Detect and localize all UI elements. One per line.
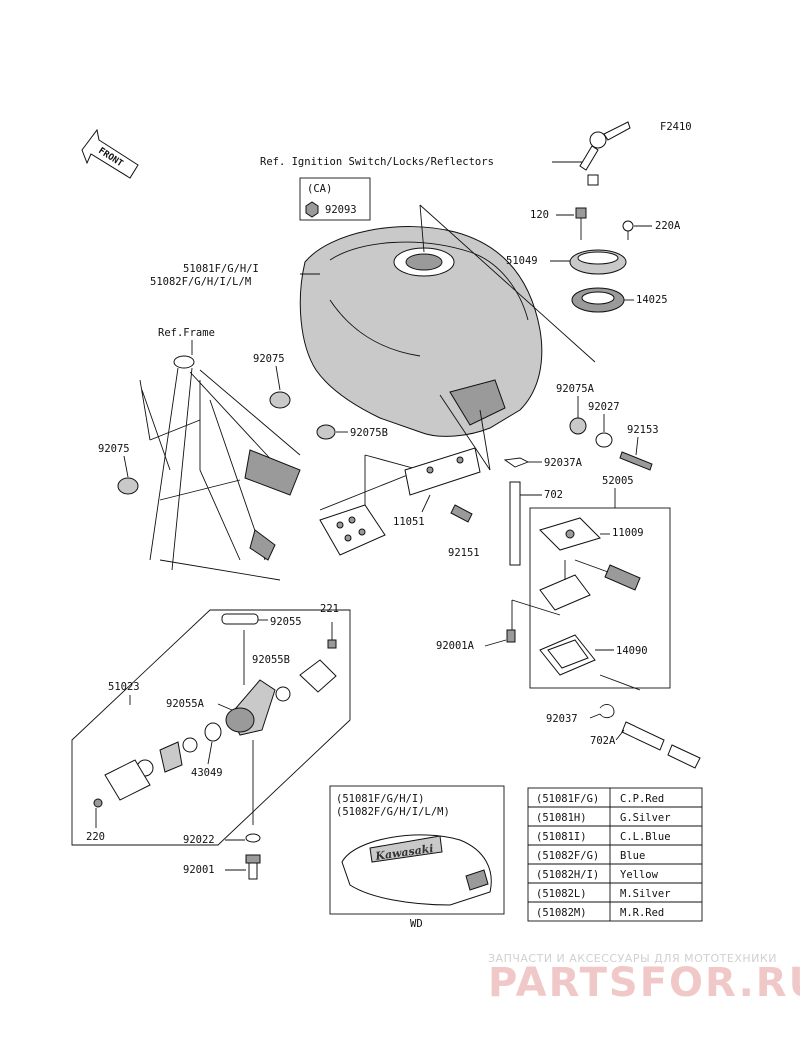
fuel-cock-box-51023 [71,609,351,846]
watermark-logo: PARTSFOR.RU [488,960,800,1006]
part-51049: 51049 [506,255,538,267]
part-92037a: 92037A [544,457,583,469]
ref-frame: Ref.Frame [158,327,215,339]
color-table-color: Blue [620,850,645,862]
color-table-code: (51082M) [536,907,587,919]
cap-51049 [569,249,627,275]
part-14025: 14025 [636,294,668,306]
part-92001a: 92001A [436,640,475,652]
color-table-color: C.L.Blue [620,831,671,843]
fuel-cock-body [225,630,276,736]
bolt-92153 [619,451,653,471]
bolt-92151 [450,504,473,523]
part-92151: 92151 [448,547,480,559]
gasket-14025 [571,287,625,313]
bracket-plate [319,504,386,556]
part-92075-top: 92075 [253,353,285,365]
damper-92075-top [269,391,291,409]
gasket-92055 [221,613,259,625]
part-14090: 14090 [616,645,648,657]
part-92055: 92055 [270,616,302,628]
wd-label-1: (51081F/G/H/I) [336,793,425,805]
color-table-color: M.R.Red [620,907,664,919]
color-table-code: (51082H/I) [536,869,599,881]
part-92055b: 92055B [252,654,290,666]
fuel-tank [299,226,543,437]
color-table-code: (51081F/G) [536,793,599,805]
key-icon [579,121,631,186]
damper-92075b [316,424,336,440]
part-92075a: 92075A [556,383,595,395]
hose-702a [621,721,701,769]
color-table-code: (51082F/G) [536,850,599,862]
part-92037: 92037 [546,713,578,725]
plate-92055b [299,659,337,693]
color-table-frame [527,787,703,922]
clip-92037 [599,704,615,719]
color-table-code: (51081I) [536,831,587,843]
damper-92075-left [117,477,139,495]
bolt-92001 [245,854,261,880]
figure-id: F2410 [660,121,692,133]
part-11009: 11009 [612,527,644,539]
gasket-11009 [539,517,601,551]
part-92075-left: 92075 [98,443,130,455]
part-92027: 92027 [588,401,620,413]
screw-221 [327,622,337,649]
sender-unit [539,559,641,611]
part-92022: 92022 [183,834,215,846]
gauge-box-52005 [529,507,671,689]
part-43049: 43049 [191,767,223,779]
ca-box [299,177,371,221]
tank-label-1: 51081F/G/H/I [183,263,259,275]
tank-decal-illustration: Kawasaki [341,834,492,906]
wd-caption: WD [410,918,423,930]
nut-icon [305,201,319,218]
part-221: 221 [320,603,339,615]
damper-92075a [569,417,587,435]
color-table: (51081F/G) C.P.Red (51081H) G.Silver (51081I… [527,787,703,922]
part-702: 702 [544,489,563,501]
part-702a: 702A [590,735,616,747]
color-table-color: M.Silver [620,888,671,900]
color-table-code: (51082L) [536,888,587,900]
clip-92037a [503,457,530,468]
screw-220a [622,220,634,240]
part-220a: 220A [655,220,681,232]
screw-220 [93,798,103,808]
frame [139,355,301,581]
color-table-color: C.P.Red [620,793,664,805]
part-51023: 51023 [108,681,140,693]
color-table-color: G.Silver [620,812,671,824]
part-120: 120 [530,209,549,221]
ca-part: 92093 [325,204,357,216]
tank-label-2: 51082F/G/H/I/L/M [150,276,251,288]
wd-label-2: (51082F/G/H/I/L/M) [336,806,450,818]
part-92153: 92153 [627,424,659,436]
bracket-11051 [404,447,481,496]
part-11051: 11051 [393,516,425,528]
part-220: 220 [86,831,105,843]
wd-box [329,785,505,915]
gasket-14090 [539,634,596,676]
bolt-120 [575,207,587,240]
oring-92055b [275,686,291,702]
hose-702 [509,481,521,566]
part-92055a: 92055A [166,698,205,710]
part-52005: 52005 [602,475,634,487]
collar-92027 [595,432,613,448]
bolt-92001a [506,629,516,643]
color-table-color: Yellow [620,869,659,881]
cock-parts [104,722,222,801]
ref-ignition: Ref. Ignition Switch/Locks/Reflectors [260,156,494,168]
washer-92022 [245,833,261,843]
ca-title: (CA) [307,183,332,195]
part-92001: 92001 [183,864,215,876]
part-92075b: 92075B [350,427,388,439]
color-table-code: (51081H) [536,812,587,824]
front-arrow-icon: FRONT [81,128,139,179]
watermark-line-1: ЗАПЧАСТИ И АКСЕССУАРЫ ДЛЯ МОТОТЕХНИКИ [488,952,777,965]
